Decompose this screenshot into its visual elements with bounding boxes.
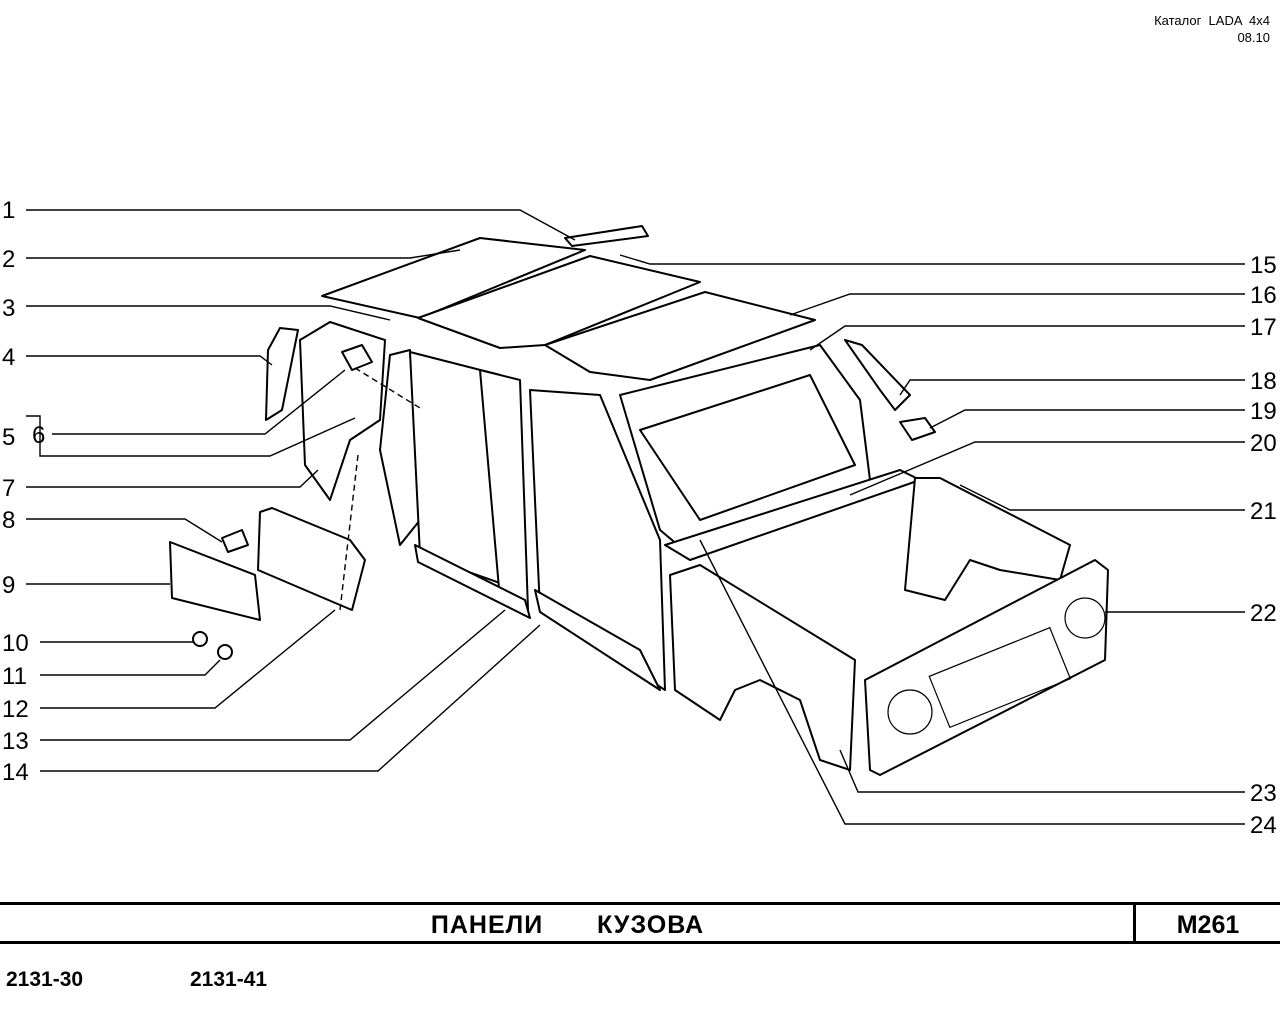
leader-18 xyxy=(899,379,1245,396)
page-title: ПАНЕЛИ КУЗОВА xyxy=(430,911,705,939)
leader-2 xyxy=(26,249,461,259)
leader-8 xyxy=(26,518,223,543)
callout-10: 10 xyxy=(2,630,29,657)
leader-23 xyxy=(839,749,1245,793)
callout-19: 19 xyxy=(1250,398,1277,425)
callout-9: 9 xyxy=(2,572,15,599)
catalog-header: Каталог LADA 4x4 08.10 xyxy=(1154,12,1270,46)
leader-11 xyxy=(40,659,221,676)
leader-24 xyxy=(699,539,1245,825)
catalog-name: Каталог LADA 4x4 xyxy=(1154,13,1270,28)
callout-2: 2 xyxy=(2,246,15,273)
filler-bumper xyxy=(221,529,249,553)
roof-panels xyxy=(321,225,816,381)
sill-panel-front xyxy=(414,544,531,619)
sill-panel-rear xyxy=(534,589,661,691)
leader-5 xyxy=(26,415,356,457)
catalog-date: 08.10 xyxy=(1237,30,1270,45)
leader-6 xyxy=(52,369,346,435)
leader-16 xyxy=(789,293,1245,316)
callout-1: 1 xyxy=(2,197,15,224)
leader-14 xyxy=(40,624,541,772)
rear-window-opening xyxy=(639,374,856,521)
callout-16: 16 xyxy=(1250,282,1277,309)
leader-1 xyxy=(26,209,576,241)
callout-22: 22 xyxy=(1250,600,1277,627)
filler-screw xyxy=(192,631,208,647)
title-block: ПАНЕЛИ КУЗОВА M261 xyxy=(0,902,1280,944)
roof-rear-panel xyxy=(544,291,816,381)
callout-5: 5 xyxy=(2,424,15,451)
leader-15 xyxy=(619,254,1245,265)
rear-corner-trim xyxy=(899,417,936,441)
model-code: 2131-41 xyxy=(190,968,268,991)
left-tail-light-opening xyxy=(887,689,933,735)
leader-20 xyxy=(849,441,1245,496)
callout-14: 14 xyxy=(2,759,29,786)
sheet-code: M261 xyxy=(1176,911,1240,939)
callout-12: 12 xyxy=(2,696,29,723)
roof-front-panel xyxy=(321,237,586,319)
model-code: 2131-30 xyxy=(6,968,84,991)
callout-15: 15 xyxy=(1250,252,1277,279)
callouts-left: 1 2 3 4 5 6 7 8 9 10 11 12 13 14 xyxy=(2,197,45,786)
leader-21 xyxy=(959,484,1245,511)
filler-washer xyxy=(217,644,233,660)
rear-end-panel xyxy=(864,559,1109,776)
front-pillar xyxy=(379,349,421,546)
filler-flap xyxy=(169,541,261,621)
rear-quarter-panel xyxy=(669,564,856,771)
rear-section xyxy=(265,327,1109,776)
front-wing-panel xyxy=(299,321,386,501)
leader-7 xyxy=(26,469,319,488)
callout-21: 21 xyxy=(1250,498,1277,525)
leader-19 xyxy=(929,409,1245,429)
leader-lines xyxy=(26,209,1245,825)
body-side xyxy=(299,321,856,771)
leader-12 xyxy=(40,609,336,709)
right-tail-light-opening xyxy=(1064,597,1106,639)
callout-24: 24 xyxy=(1250,812,1277,839)
side-trim-strip xyxy=(265,327,299,421)
assembly-arrow-2 xyxy=(354,367,421,409)
callout-7: 7 xyxy=(2,475,15,502)
title-divider xyxy=(1133,905,1136,941)
leader-3 xyxy=(26,305,391,321)
leader-4 xyxy=(26,355,273,366)
fuel-filler-assembly xyxy=(169,344,421,660)
callout-23: 23 xyxy=(1250,780,1277,807)
callout-8: 8 xyxy=(2,507,15,534)
callout-17: 17 xyxy=(1250,314,1277,341)
callout-4: 4 xyxy=(2,344,15,371)
filler-housing xyxy=(257,507,366,611)
callouts-right: 15 16 17 18 19 20 21 22 23 24 xyxy=(1250,252,1277,839)
body-panels-diagram: 1 2 3 4 5 6 7 8 9 10 11 12 13 14 15 16 1… xyxy=(2,197,1277,839)
assembly-arrow-1 xyxy=(339,454,359,611)
callout-13: 13 xyxy=(2,728,29,755)
callout-6: 6 xyxy=(32,422,45,449)
callout-3: 3 xyxy=(2,295,15,322)
leader-17 xyxy=(809,325,1245,351)
callout-18: 18 xyxy=(1250,368,1277,395)
callout-11: 11 xyxy=(2,663,27,690)
roof-middle-panel xyxy=(417,255,701,349)
rear-wheel-arch xyxy=(904,477,1071,601)
rear-pillar-strip xyxy=(844,339,911,411)
leader-13 xyxy=(40,609,506,741)
model-codes: 2131-30 2131-41 xyxy=(0,968,1280,998)
filler-cup xyxy=(341,344,373,371)
license-plate-recess xyxy=(928,626,1072,729)
callout-20: 20 xyxy=(1250,430,1277,457)
roof-strip xyxy=(564,225,649,247)
